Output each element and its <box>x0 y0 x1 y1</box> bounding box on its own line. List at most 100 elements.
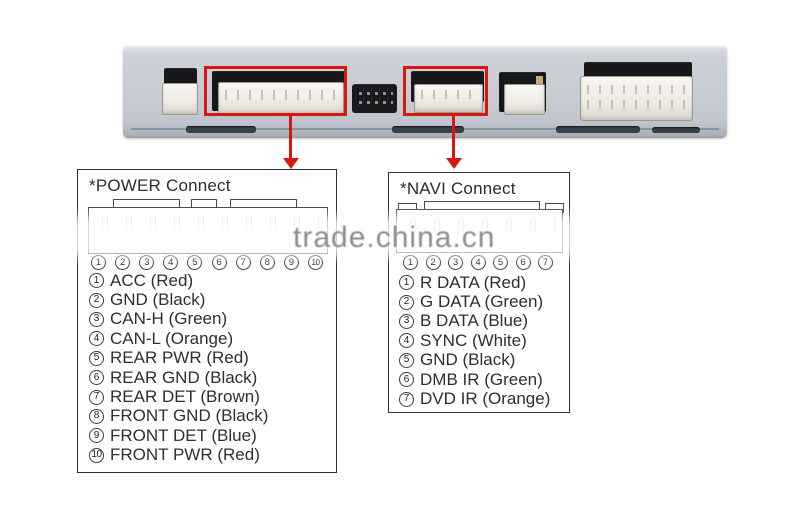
connector-notch <box>536 76 543 84</box>
navi-connector-pins <box>421 90 476 99</box>
idc-pin-row <box>359 92 393 95</box>
idc-pin-row <box>359 101 393 104</box>
main-connector <box>580 76 693 121</box>
pin-label: R DATA (Red) <box>420 272 527 292</box>
pin-number-circle: 1 <box>91 255 106 270</box>
pin-label: B DATA (Blue) <box>420 311 529 331</box>
pin-number-circle: 4 <box>470 255 486 270</box>
pin-number-circle: 7 <box>235 255 251 270</box>
pin-number-circle: 7 <box>538 255 553 270</box>
pin-label: REAR PWR (Red) <box>110 348 249 368</box>
pin-list-item: 6 DMB IR (Green) <box>399 370 550 389</box>
pin-number-circle: 4 <box>89 331 104 347</box>
pin-number-circle: 5 <box>89 350 104 366</box>
pin-number-circle: 7 <box>399 391 414 407</box>
pin-number-circle: 3 <box>399 313 414 329</box>
pin-label: DMB IR (Green) <box>420 369 543 389</box>
pin-list-item: 1 ACC (Red) <box>89 271 268 290</box>
pin-list-item: 8 FRONT GND (Black) <box>89 406 269 426</box>
main-connector-pins-row2 <box>587 100 686 109</box>
pin-number-circle: 6 <box>89 370 104 386</box>
watermark-blur-band <box>52 216 768 257</box>
power-connector-highlight <box>204 66 347 116</box>
pin-label: G DATA (Green) <box>420 292 544 312</box>
power-box-title: *POWER Connect <box>89 176 231 195</box>
pin-number-circle: 1 <box>399 275 414 291</box>
pin-list-item: 5 REAR PWR (Red) <box>89 348 268 368</box>
interface-box-rear-panel <box>123 45 727 138</box>
pin-number-circle: 7 <box>89 389 104 405</box>
pin-list-item: 9 FRONT DET (Blue) <box>89 426 268 445</box>
pin-number-circle: 3 <box>89 311 104 327</box>
pin-number-circle: 5 <box>399 352 414 368</box>
pin-list-item: 4 CAN-L (Orange) <box>89 329 268 348</box>
pin-number-circle: 10 <box>89 447 104 463</box>
pin-number-circle: 9 <box>89 428 104 444</box>
pin-number-circle: 4 <box>399 333 414 349</box>
pin-number-circle: 1 <box>89 273 104 289</box>
idc-connector <box>352 84 397 113</box>
pin-number-circle: 3 <box>139 255 155 270</box>
small-connector-right <box>504 84 545 115</box>
navi-connector-highlight <box>403 66 488 116</box>
main-connector-pins-row1 <box>587 85 686 94</box>
pin-list-item: 10 FRONT PWR (Red) <box>89 445 268 465</box>
pin-number-circle: 1 <box>403 255 418 270</box>
pin-label: ACC (Red) <box>110 270 194 290</box>
pin-list-item: 5 GND (Black) <box>399 350 550 370</box>
pin-list-item: 3 CAN-H (Green) <box>89 309 268 329</box>
pin-label: CAN-H (Green) <box>110 309 228 329</box>
navi-callout-arrow-icon <box>445 158 462 169</box>
pin-label: GND (Black) <box>420 350 516 370</box>
pin-label: DVD IR (Orange) <box>420 389 551 409</box>
pin-label: GND (Black) <box>110 290 206 310</box>
pin-number-circle: 2 <box>399 294 414 310</box>
pin-number-circle: 8 <box>89 408 104 424</box>
pin-label: REAR GND (Black) <box>110 367 258 387</box>
pin-number-circle: 2 <box>115 255 131 270</box>
pin-list-item: 1 R DATA (Red) <box>399 273 550 292</box>
pin-number-circle: 4 <box>163 255 179 270</box>
power-callout-arrow-icon <box>282 158 299 169</box>
pin-list-item: 7 REAR DET (Brown) <box>89 387 268 406</box>
pin-label: CAN-L (Orange) <box>110 328 234 348</box>
navi-callout-line <box>452 113 455 160</box>
pin-number-circle: 5 <box>187 255 203 270</box>
pin-list-item: 2 G DATA (Green) <box>399 292 550 311</box>
navi-pin-list: 1 R DATA (Red) 2 G DATA (Green) 3 B DATA (Blu… <box>399 273 550 409</box>
panel-slot <box>392 126 464 133</box>
pin-number-circle: 9 <box>283 255 299 270</box>
navi-box-title: *NAVI Connect <box>400 179 516 198</box>
pin-label: FRONT PWR (Red) <box>110 445 260 465</box>
pin-number-circle: 6 <box>515 255 531 270</box>
pin-number-circle: 3 <box>448 255 463 270</box>
pin-list-item: 7 DVD IR (Orange) <box>399 389 550 408</box>
pin-number-circle: 8 <box>259 255 275 270</box>
pin-label: SYNC (White) <box>420 330 527 350</box>
pin-label: FRONT DET (Blue) <box>110 425 257 445</box>
pin-number-circle: 6 <box>399 372 414 388</box>
watermark-text: trade.china.cn <box>293 221 496 254</box>
pin-list-item: 3 B DATA (Blue) <box>399 311 550 331</box>
pin-label: FRONT GND (Black) <box>110 406 269 426</box>
power-callout-line <box>289 113 292 160</box>
power-connector <box>218 82 344 115</box>
pin-label: REAR DET (Brown) <box>110 387 260 407</box>
pin-list-item: 4 SYNC (White) <box>399 331 550 350</box>
pin-number-circle: 6 <box>211 255 227 270</box>
panel-slot <box>652 127 700 133</box>
panel-slot <box>556 126 640 133</box>
small-connector-left <box>162 83 198 115</box>
navi-connector <box>414 84 483 113</box>
pin-number-circle: 10 <box>307 255 323 270</box>
power-connector-pins <box>225 90 337 100</box>
pin-number-circle: 5 <box>493 255 508 270</box>
panel-slot <box>186 126 256 133</box>
